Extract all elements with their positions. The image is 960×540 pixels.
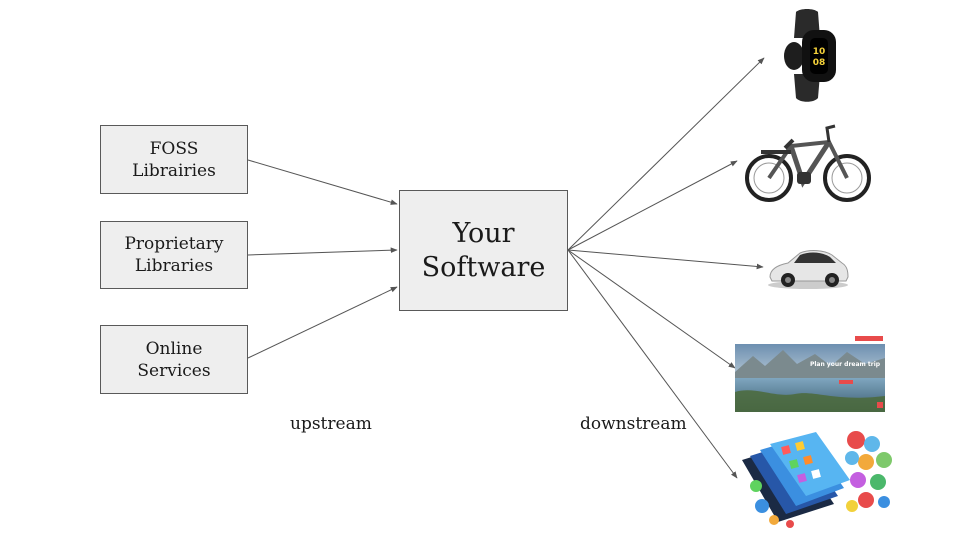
e-bike-image bbox=[745, 124, 871, 202]
mobile-apps-image bbox=[742, 431, 892, 528]
arrow-software-to-mobile-apps bbox=[567, 249, 738, 479]
arrow-software-to-website bbox=[567, 249, 736, 369]
arrow-online-to-software bbox=[247, 286, 398, 359]
arrow-software-to-fitness-tracker bbox=[567, 57, 765, 251]
node-your-software: Your Software bbox=[399, 190, 568, 311]
node-foss-libraries: FOSS Librairies bbox=[100, 125, 248, 194]
node-proprietary-libraries-line2: Libraries bbox=[134, 256, 214, 276]
watch-display-line1: 10 bbox=[813, 47, 826, 57]
arrow-foss-to-software bbox=[247, 159, 398, 205]
node-foss-libraries-line1: FOSS bbox=[149, 138, 199, 159]
node-proprietary-libraries-line1: Proprietary bbox=[124, 234, 224, 254]
node-foss-libraries-line2: Librairies bbox=[132, 160, 216, 181]
fitness-tracker-image: 10 08 bbox=[784, 9, 836, 102]
website-headline: Plan your dream trip bbox=[810, 361, 881, 368]
website-screenshot-image: Plan your dream trip bbox=[735, 332, 885, 412]
arrow-software-to-e-bike bbox=[567, 160, 738, 251]
arrow-proprietary-to-software bbox=[247, 247, 398, 256]
label-downstream: downstream bbox=[580, 414, 687, 434]
node-proprietary-libraries: Proprietary Libraries bbox=[100, 221, 248, 289]
node-online-services: Online Services bbox=[100, 325, 248, 394]
arrow-software-to-car bbox=[567, 249, 764, 270]
car-image bbox=[768, 250, 849, 289]
node-online-services-line1: Online bbox=[145, 338, 203, 359]
watch-display-line2: 08 bbox=[813, 58, 826, 68]
node-your-software-line1: Your bbox=[452, 217, 515, 249]
node-your-software-line2: Software bbox=[421, 251, 546, 283]
label-upstream: upstream bbox=[290, 414, 372, 434]
node-online-services-line2: Services bbox=[137, 360, 211, 381]
